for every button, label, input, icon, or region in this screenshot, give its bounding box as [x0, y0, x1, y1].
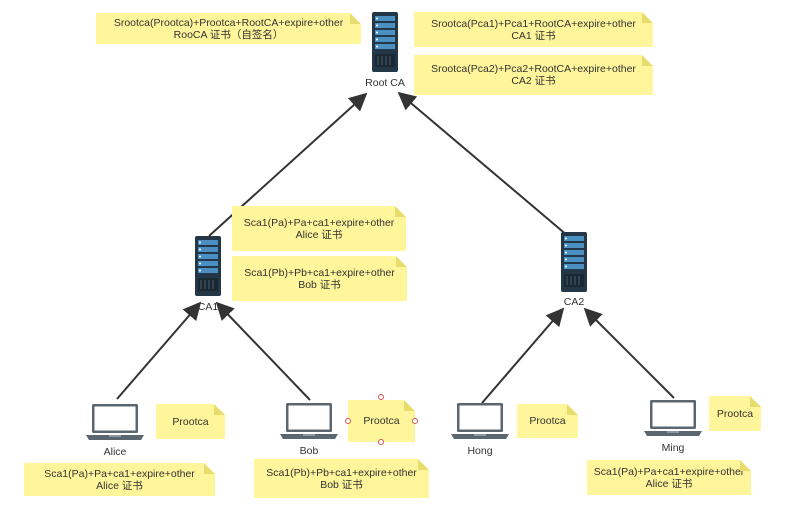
note-line: RooCA 证书（自签名） [173, 28, 284, 41]
ca1-cert-note[interactable]: Srootca(Pca1)+Pca1+RootCA+expire+other C… [414, 12, 653, 47]
alice-holds-cert-note[interactable]: Sca1(Pa)+Pa+ca1+expire+other Alice 证书 [24, 463, 215, 496]
note-line: Alice 证书 [645, 477, 693, 490]
note-line: Alice 证书 [295, 228, 343, 241]
root-ca-label: Root CA [365, 77, 405, 89]
arrow-ming-to-ca2 [583, 307, 675, 399]
note-line: Sca1(Pb)+Pb+ca1+expire+other [266, 466, 417, 479]
ca1-server-icon[interactable] [194, 235, 222, 297]
ca2-cert-note[interactable]: Srootca(Pca2)+Pca2+RootCA+expire+other C… [414, 55, 653, 95]
bob-cert-at-ca1-note[interactable]: Sca1(Pb)+Pb+ca1+expire+other Bob 证书 [232, 256, 407, 301]
bob-laptop-icon[interactable] [280, 403, 338, 439]
root-self-cert-note[interactable]: Srootca(Prootca)+Prootca+RootCA+expire+o… [96, 13, 361, 44]
alice-cert-at-ca1-note[interactable]: Sca1(Pa)+Pa+ca1+expire+other Alice 证书 [232, 206, 406, 251]
selection-handle-right[interactable] [412, 418, 418, 424]
note-line: Bob 证书 [320, 478, 363, 491]
bob-trust-note[interactable]: Prootca [348, 400, 415, 442]
note-line: CA2 证书 [511, 75, 556, 87]
note-text: Prootca [529, 415, 566, 427]
ming-holds-cert-note[interactable]: Sca1(Pa)+Pa+ca1+expire+other Alice 证书 [587, 460, 751, 495]
alice-laptop-icon[interactable] [86, 404, 144, 440]
ca2-server-icon[interactable] [560, 231, 588, 293]
note-text: Prootca [363, 415, 400, 427]
ming-label: Ming [661, 442, 685, 454]
note-line: Srootca(Prootca)+Prootca+RootCA+expire+o… [113, 16, 344, 29]
alice-trust-note[interactable]: Prootca [156, 404, 225, 439]
hong-label: Hong [467, 445, 493, 457]
alice-label: Alice [103, 446, 127, 458]
note-line: Sca1(Pb)+Pb+ca1+expire+other [244, 266, 395, 279]
root-ca-server-icon[interactable] [371, 11, 399, 73]
hong-trust-note[interactable]: Prootca [517, 404, 578, 438]
note-line: Srootca(Pca2)+Pca2+RootCA+expire+other [431, 63, 636, 75]
note-line: Bob 证书 [298, 278, 341, 291]
ming-laptop-icon[interactable] [644, 400, 702, 436]
arrow-bob-to-ca1 [215, 301, 311, 401]
ming-trust-note[interactable]: Prootca [709, 396, 761, 431]
arrow-alice-to-ca1 [116, 301, 202, 400]
note-line: Srootca(Pca1)+Pca1+RootCA+expire+other [431, 17, 636, 30]
note-line: Sca1(Pa)+Pa+ca1+expire+other [44, 467, 195, 480]
note-line: CA1 证书 [511, 29, 556, 42]
note-text: Prootca [172, 415, 209, 428]
note-text: Prootca [716, 407, 754, 420]
note-line: Sca1(Pa)+Pa+ca1+expire+other [593, 465, 745, 478]
note-line: Sca1(Pa)+Pa+ca1+expire+other [243, 216, 395, 229]
selection-handle-left[interactable] [345, 418, 351, 424]
selection-handle-bottom[interactable] [378, 439, 384, 445]
arrow-hong-to-ca2 [481, 307, 565, 404]
note-line: Alice 证书 [96, 479, 143, 492]
arrow-ca2-to-rootca [397, 91, 569, 237]
bob-label: Bob [299, 445, 319, 457]
ca2-label: CA2 [563, 296, 585, 308]
ca1-label: CA1 [197, 301, 219, 313]
bob-holds-cert-note[interactable]: Sca1(Pb)+Pb+ca1+expire+other Bob 证书 [254, 459, 429, 498]
hong-laptop-icon[interactable] [451, 403, 509, 439]
selection-handle-top[interactable] [378, 394, 384, 400]
